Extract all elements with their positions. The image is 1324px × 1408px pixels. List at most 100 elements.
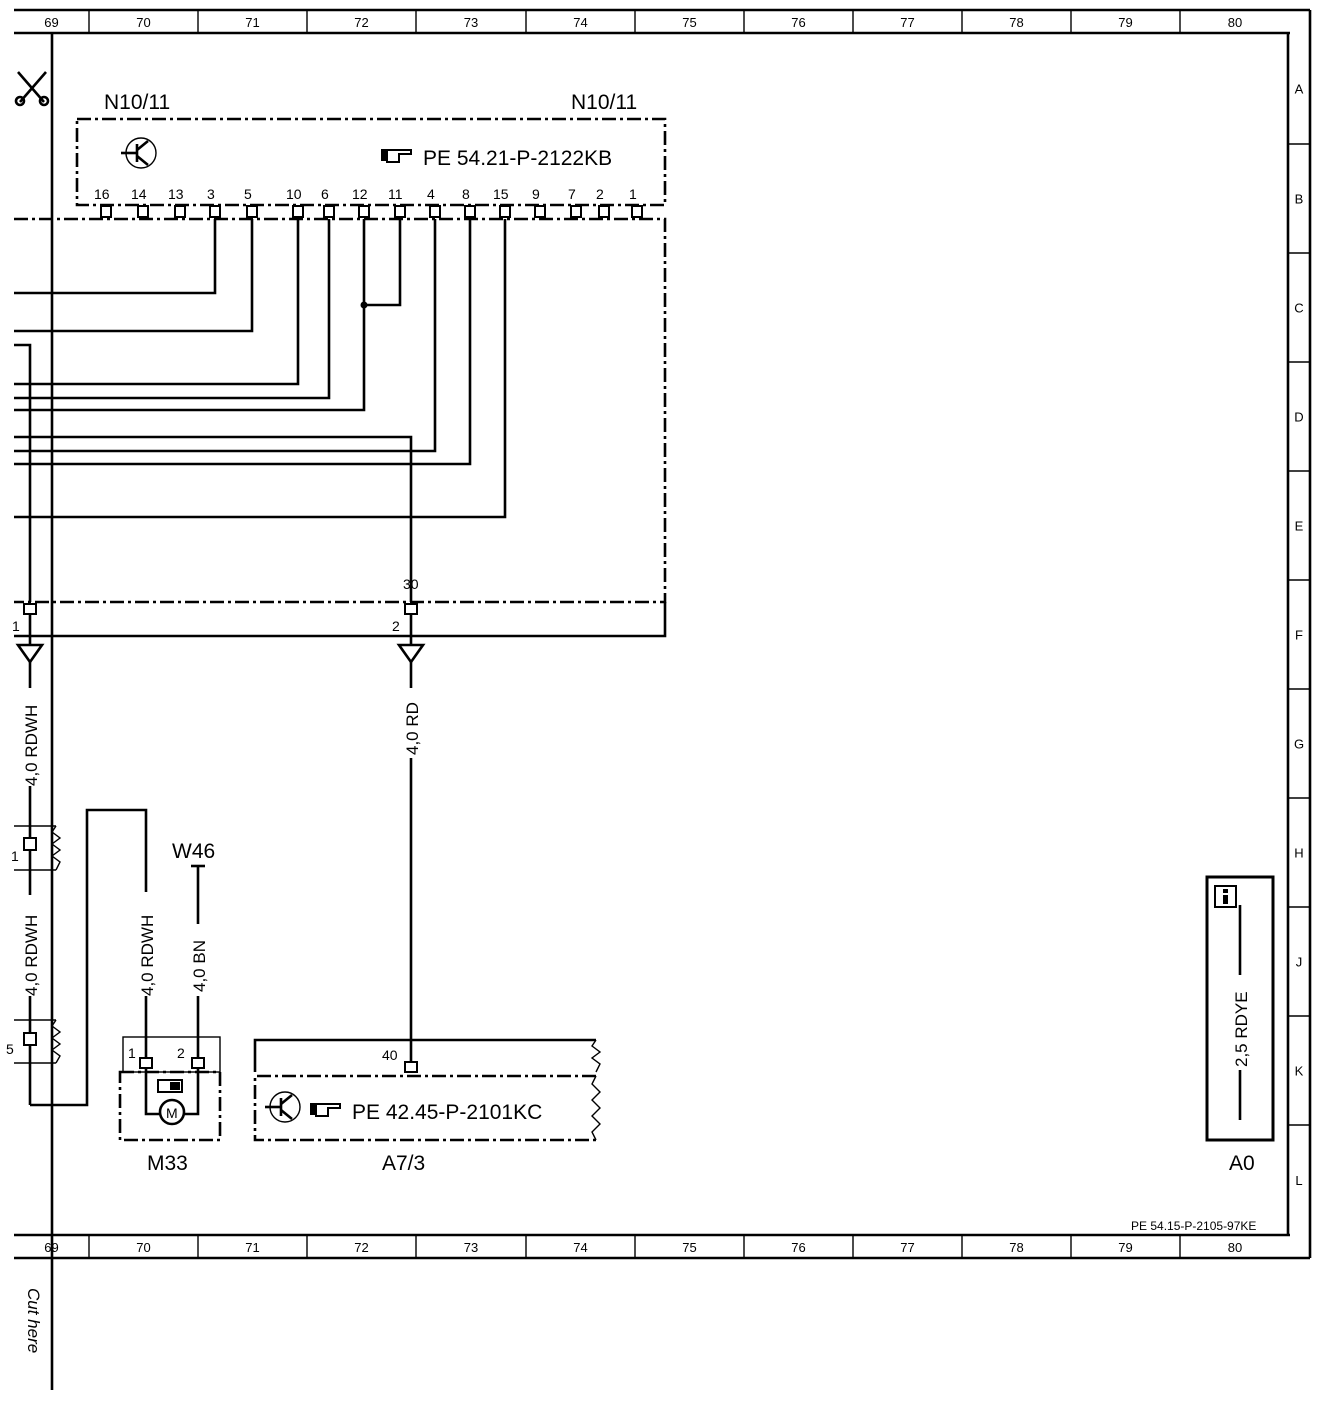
n10-11-module-body (14, 217, 667, 604)
row-E: E (1295, 519, 1304, 534)
n10-11-pin-14: 14 (131, 186, 147, 202)
pin-socket (209, 205, 221, 218)
wire-label-left-upper: 4,0 RDWH (22, 705, 41, 786)
pin-socket (598, 205, 610, 218)
n10-11-pin-9: 9 (532, 186, 540, 202)
m33-pin-2: 2 (177, 1045, 185, 1061)
bottom-col-79: 79 (1118, 1240, 1132, 1255)
pin-1-label: 1 (12, 618, 20, 634)
ground-icon (15, 643, 426, 665)
pointing-hand-icon (310, 1103, 341, 1117)
document-code: PE 54.15-P-2105-97KE (1131, 1219, 1256, 1233)
bottom-col-71: 71 (245, 1240, 259, 1255)
n10-11-pin-1: 1 (629, 186, 637, 202)
bottom-col-74: 74 (573, 1240, 587, 1255)
m33-wires (144, 864, 205, 1058)
n10-11-label-left: N10/11 (104, 91, 170, 114)
wire-label-red-main: 4,0 RD (403, 702, 422, 755)
m33-pin-1: 1 (128, 1045, 136, 1061)
pin-socket (631, 205, 643, 218)
a0-wire-label: 2,5 RDYE (1232, 991, 1251, 1067)
n10-11-pin-11: 11 (388, 186, 403, 202)
bottom-col-73: 73 (464, 1240, 478, 1255)
pin-socket (358, 205, 370, 218)
pin-socket (570, 205, 582, 218)
row-B: B (1295, 192, 1304, 207)
pointing-hand-icon (381, 149, 412, 163)
pin-socket (464, 205, 476, 218)
top-col-72: 72 (354, 15, 368, 30)
top-col-70: 70 (136, 15, 150, 30)
m33-label: M33 (147, 1152, 188, 1175)
pin-socket (100, 205, 112, 218)
wire-label-left-lower: 4,0 RDWH (22, 915, 41, 996)
top-col-79: 79 (1118, 15, 1132, 30)
n10-11-pin-5: 5 (244, 186, 252, 202)
a7-3-reference: PE 42.45-P-2101KC (352, 1101, 542, 1124)
n10-11-pin-7: 7 (568, 186, 576, 202)
n10-11-pin-15: 15 (493, 186, 509, 202)
n10-11-pin-16: 16 (94, 186, 110, 202)
n10-11-reference: PE 54.21-P-2122KB (423, 147, 612, 170)
cut-here-label: Cut here (24, 1288, 43, 1353)
top-col-74: 74 (573, 15, 587, 30)
pin-socket (394, 205, 406, 218)
row-L: L (1295, 1173, 1302, 1188)
top-col-77: 77 (900, 15, 914, 30)
n10-11-pin-8: 8 (462, 186, 470, 202)
a7-3-label: A7/3 (382, 1152, 425, 1175)
connector-f (14, 602, 667, 645)
a0-component (1205, 875, 1275, 1142)
w46-label: W46 (172, 840, 215, 863)
row-D: D (1294, 410, 1303, 425)
pin-socket (137, 205, 149, 218)
bottom-col-72: 72 (354, 1240, 368, 1255)
a7-3-pin-40: 40 (382, 1047, 398, 1063)
n10-11-pin-12: 12 (352, 186, 368, 202)
n10-11-pin-4: 4 (427, 186, 435, 202)
top-col-69: 69 (44, 15, 58, 30)
n10-11-component-box (75, 117, 667, 207)
info-icon (1214, 885, 1237, 908)
frame (14, 8, 1312, 1390)
row-A: A (1295, 82, 1304, 97)
n10-11-pin-6: 6 (321, 186, 329, 202)
top-col-75: 75 (682, 15, 696, 30)
motor-icon: M (157, 1079, 186, 1126)
scissors-icon (14, 71, 50, 107)
a0-label: A0 (1229, 1152, 1255, 1175)
n10-11-label-right: N10/11 (571, 91, 637, 114)
connector-k-pin: 5 (6, 1041, 14, 1057)
top-col-73: 73 (464, 15, 478, 30)
row-H: H (1294, 846, 1303, 861)
bottom-col-80: 80 (1228, 1240, 1242, 1255)
pin-30-label: 30 (403, 576, 419, 592)
row-G: G (1294, 737, 1304, 752)
row-ruler-right: A B C D E F G H J K L (1288, 82, 1310, 1188)
bottom-col-70: 70 (136, 1240, 150, 1255)
top-col-78: 78 (1009, 15, 1023, 30)
bottom-col-78: 78 (1009, 1240, 1023, 1255)
pin-socket (429, 205, 441, 218)
m33-component: M (118, 1036, 222, 1142)
pin-socket (292, 205, 304, 218)
row-K: K (1295, 1064, 1304, 1079)
wire-label-m33-pin1: 4,0 RDWH (138, 915, 157, 996)
n10-11-pin-3: 3 (207, 186, 215, 202)
svg-text:M: M (166, 1105, 178, 1121)
bottom-col-75: 75 (682, 1240, 696, 1255)
transistor-icon (121, 137, 157, 169)
row-C: C (1294, 301, 1303, 316)
bottom-col-76: 76 (791, 1240, 805, 1255)
pin-socket (534, 205, 546, 218)
top-col-80: 80 (1228, 15, 1242, 30)
n10-11-pin-10: 10 (286, 186, 302, 202)
connector-h-pin: 1 (11, 848, 19, 864)
top-col-76: 76 (791, 15, 805, 30)
bottom-col-77: 77 (900, 1240, 914, 1255)
row-J: J (1296, 955, 1303, 970)
row-F: F (1295, 628, 1303, 643)
